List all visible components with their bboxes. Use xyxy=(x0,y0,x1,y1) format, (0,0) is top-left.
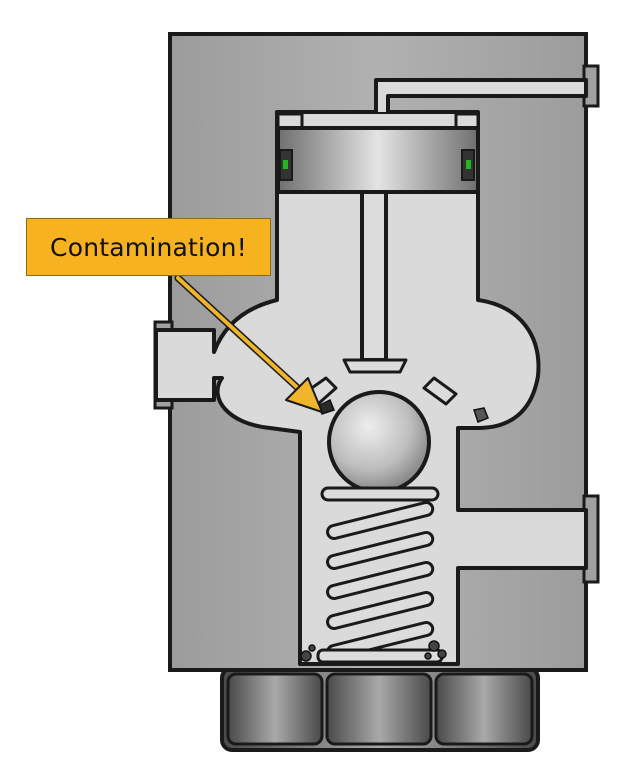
debris-particle xyxy=(473,407,489,423)
rod-tip xyxy=(342,358,408,374)
valve-seat-right xyxy=(422,376,458,406)
piston-slot-right xyxy=(454,112,480,130)
seal-indicator-right xyxy=(466,160,471,169)
piston-rod xyxy=(360,190,388,362)
check-ball xyxy=(327,390,431,494)
bottom-nut xyxy=(220,666,540,752)
contamination-callout: Contamination! xyxy=(26,218,271,276)
bottom-debris xyxy=(300,640,447,662)
piston-slot-left xyxy=(276,112,304,130)
seal-indicator-left xyxy=(283,160,288,169)
piston xyxy=(276,126,480,194)
pilot-channel xyxy=(374,78,588,112)
spring-seat xyxy=(316,648,444,664)
internal-cavity xyxy=(154,110,588,666)
callout-arrow xyxy=(174,274,323,413)
callout-label: Contamination! xyxy=(50,232,247,262)
spring-retainer xyxy=(320,486,440,502)
